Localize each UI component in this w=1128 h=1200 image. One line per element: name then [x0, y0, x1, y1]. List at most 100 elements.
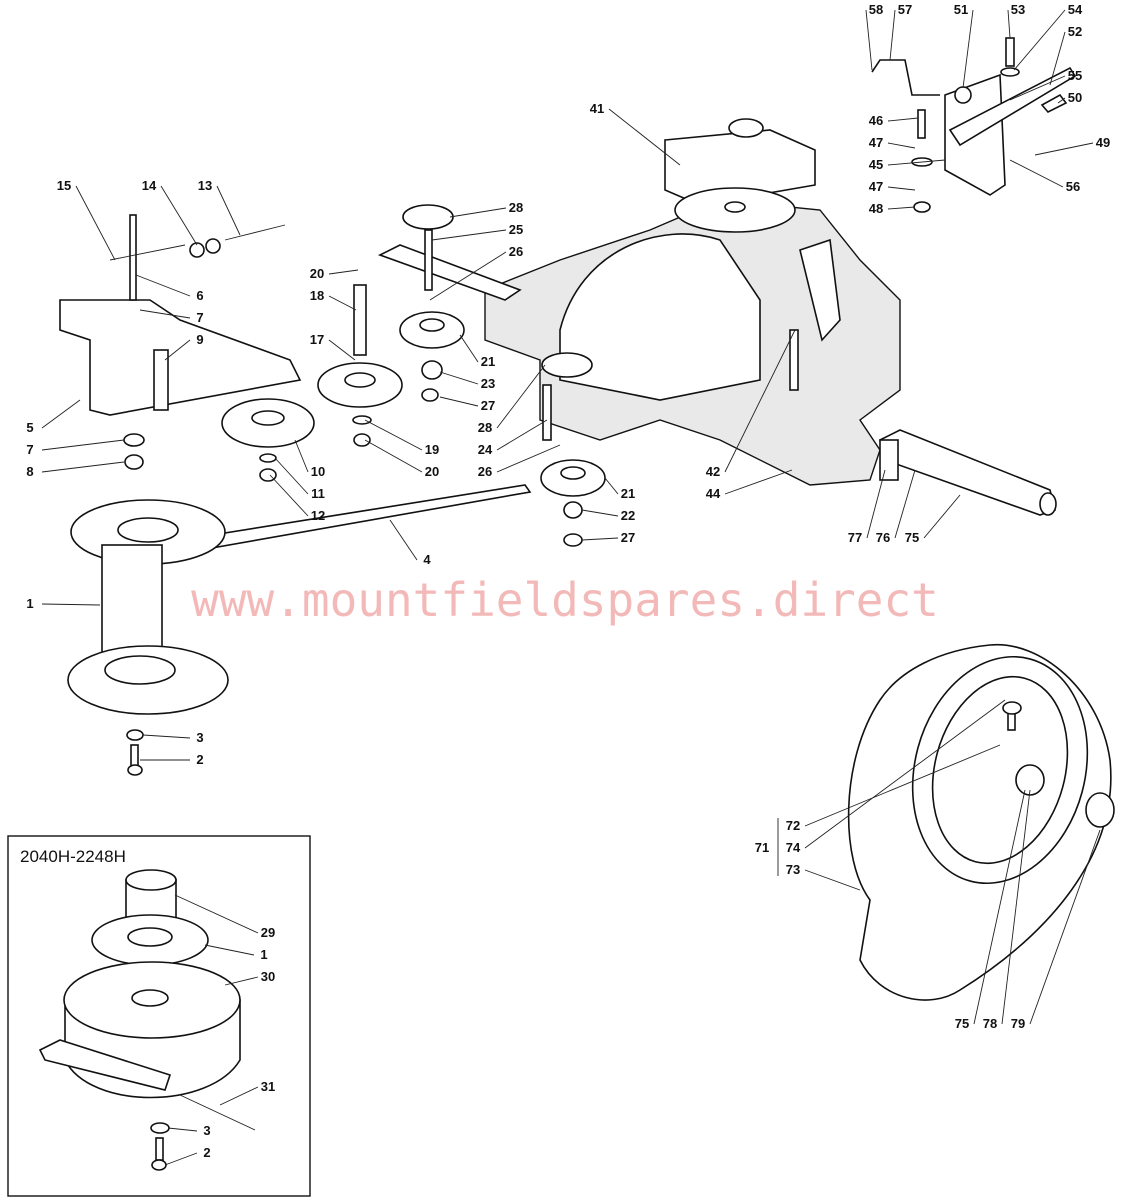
callout-31: 31 — [261, 1079, 275, 1094]
leader-line — [328, 269, 359, 275]
brake-bracket-assembly — [871, 37, 1077, 213]
callout-27: 27 — [621, 530, 635, 545]
leader-line — [1034, 142, 1094, 156]
leader-line — [328, 339, 356, 361]
leader-line — [804, 699, 1006, 849]
leader-line — [604, 477, 619, 495]
leader-line — [224, 976, 259, 986]
callout-1: 1 — [260, 947, 267, 962]
callout-73: 73 — [786, 862, 800, 877]
callout-25: 25 — [509, 222, 523, 237]
leader-line — [41, 461, 125, 473]
leader-line — [431, 229, 507, 241]
leader-line — [449, 207, 507, 218]
callout-30: 30 — [261, 969, 275, 984]
leader-line — [216, 185, 241, 236]
callout-56: 56 — [1066, 179, 1080, 194]
callout-2: 2 — [203, 1145, 210, 1160]
leader-line — [328, 295, 357, 311]
leader-line — [364, 419, 423, 451]
callout-28: 28 — [509, 200, 523, 215]
leader-line — [1057, 97, 1066, 104]
callout-78: 78 — [983, 1016, 997, 1031]
callout-48: 48 — [869, 201, 883, 216]
leader-line — [41, 603, 101, 606]
callout-55: 55 — [1068, 68, 1082, 83]
callout-45: 45 — [869, 157, 883, 172]
leader-line — [160, 185, 198, 246]
leader-line — [41, 399, 81, 429]
leader-line — [164, 1152, 198, 1166]
callout-74: 74 — [786, 840, 801, 855]
leader-line — [439, 396, 479, 407]
leader-line — [496, 419, 548, 451]
clutch-inset: 2040H-2248H — [7, 835, 311, 1197]
callout-44: 44 — [706, 486, 721, 501]
callout-46: 46 — [869, 113, 883, 128]
leader-line — [1001, 789, 1031, 1025]
callout-75: 75 — [955, 1016, 969, 1031]
leader-line — [887, 117, 919, 122]
leader-line — [204, 944, 255, 956]
callout-21: 21 — [481, 354, 495, 369]
leader-line — [164, 339, 191, 361]
leader-line — [581, 537, 619, 541]
callout-41: 41 — [590, 101, 604, 116]
callout-10: 10 — [311, 464, 325, 479]
callout-14: 14 — [142, 178, 157, 193]
leader-line — [724, 329, 796, 473]
callout-28: 28 — [478, 420, 492, 435]
callout-23: 23 — [481, 376, 495, 391]
callout-17: 17 — [310, 332, 324, 347]
leader-line — [1049, 31, 1066, 86]
leader-line — [724, 469, 793, 495]
callout-18: 18 — [310, 288, 324, 303]
callout-12: 12 — [311, 508, 325, 523]
watermark: www.mountfieldspares.direct — [191, 573, 939, 627]
callout-13: 13 — [198, 178, 212, 193]
callout-42: 42 — [706, 464, 720, 479]
callout-9: 9 — [196, 332, 203, 347]
callout-15: 15 — [57, 178, 71, 193]
leader-line — [894, 469, 916, 539]
callout-5: 5 — [26, 420, 33, 435]
leader-line — [581, 509, 619, 517]
callout-76: 76 — [876, 530, 890, 545]
callout-26: 26 — [509, 244, 523, 259]
transmission-assembly — [377, 118, 1057, 516]
leader-line — [364, 439, 423, 473]
leader-line — [135, 274, 191, 297]
leader-line — [269, 474, 309, 517]
callout-8: 8 — [26, 464, 33, 479]
leader-line — [1007, 9, 1011, 39]
leader-line — [41, 439, 125, 451]
callout-75: 75 — [905, 530, 919, 545]
leader-line — [887, 206, 916, 210]
leader-line — [865, 9, 873, 71]
callout-71: 71 — [755, 840, 769, 855]
leader-line — [496, 364, 546, 429]
leader-line — [429, 251, 507, 301]
callout-29: 29 — [261, 925, 275, 940]
callout-3: 3 — [203, 1123, 210, 1138]
callout-47: 47 — [869, 179, 883, 194]
leader-line — [167, 1127, 198, 1132]
leader-line — [496, 444, 561, 473]
callout-7: 7 — [26, 442, 33, 457]
leader-line — [439, 371, 479, 385]
callout-27: 27 — [481, 398, 495, 413]
leader-line — [887, 142, 916, 149]
callout-1: 1 — [26, 596, 33, 611]
callout-52: 52 — [1068, 24, 1082, 39]
callout-49: 49 — [1096, 135, 1110, 150]
leader-line — [174, 894, 259, 934]
callout-4: 4 — [423, 552, 431, 567]
callout-54: 54 — [1068, 2, 1083, 17]
leader-line — [294, 439, 309, 473]
leader-line — [274, 457, 309, 495]
callout-22: 22 — [621, 508, 635, 523]
callout-6: 6 — [196, 288, 203, 303]
callout-7: 7 — [196, 310, 203, 325]
leader-line — [887, 186, 916, 191]
